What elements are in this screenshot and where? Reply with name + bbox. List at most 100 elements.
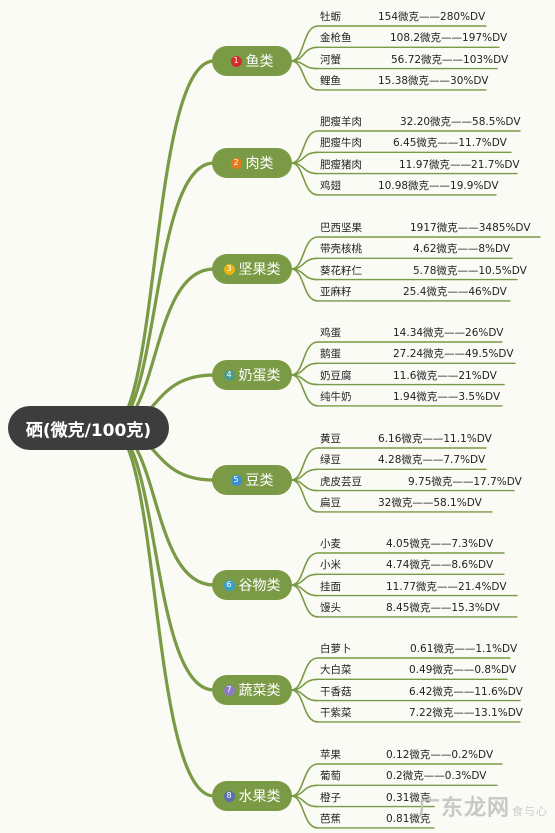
leaf-food-name: 亚麻籽 <box>320 285 352 298</box>
leaf-item[interactable]: 亚麻籽 25.4微克——46%DV <box>314 283 510 301</box>
leaf-food-name: 橙子 <box>320 791 341 804</box>
leaf-food-name: 肥瘦牛肉 <box>320 137 362 150</box>
leaf-item[interactable]: 橙子 0.31微克 <box>314 789 434 807</box>
leaf-selenium-value: 32.20微克——58.5%DV <box>400 116 521 128</box>
leaf-food-name: 巴西坚果 <box>320 222 362 234</box>
root-node[interactable]: 硒(微克/100克) <box>8 406 169 450</box>
category-label: 奶蛋类 <box>238 368 281 384</box>
leaf-food-name: 苹果 <box>320 749 341 761</box>
category-number-badge: 6 <box>223 579 235 591</box>
leaf-food-name: 金枪鱼 <box>320 32 352 45</box>
leaf-item[interactable]: 鸡翅 10.98微克——19.9%DV <box>314 177 499 195</box>
leaf-selenium-value: 11.6微克——21%DV <box>393 369 497 382</box>
leaf-selenium-value: 0.31微克 <box>386 791 431 804</box>
root-label: 硒(微克/100克) <box>25 420 152 441</box>
branch-cat-to-leaf <box>290 60 319 91</box>
leaf-item[interactable]: 肥瘦羊肉 32.20微克——58.5%DV <box>314 113 521 131</box>
leaf-selenium-value: 4.74微克——8.6%DV <box>386 559 494 572</box>
leaf-selenium-value: 6.16微克——11.1%DV <box>378 433 492 445</box>
leaf-selenium-value: 4.62微克——8%DV <box>413 243 511 256</box>
leaf-item[interactable]: 河蟹 56.72微克——103%DV <box>314 51 508 69</box>
leaf-item[interactable]: 白萝卜 0.61微克——1.1%DV <box>314 640 517 658</box>
leaf-item[interactable]: 鸡蛋 14.34微克——26%DV <box>314 324 504 342</box>
watermark-brand: 广东龙网 <box>418 795 511 821</box>
leaf-item[interactable]: 葵花籽仁 5.78微克——10.5%DV <box>314 262 527 280</box>
leaf-food-name: 葡萄 <box>320 770 341 783</box>
category-number-badge: 5 <box>230 474 242 486</box>
leaf-food-name: 肥瘦羊肉 <box>320 116 362 128</box>
leaf-selenium-value: 0.81微克 <box>386 812 431 825</box>
leaf-item[interactable]: 小麦 4.05微克——7.3%DV <box>314 535 504 553</box>
leaf-selenium-value: 0.61微克——1.1%DV <box>410 643 518 655</box>
leaf-item[interactable]: 肥瘦猪肉 11.97微克——21.7%DV <box>314 156 520 174</box>
leaf-item[interactable]: 纯牛奶 1.94微克——3.5%DV <box>314 388 502 406</box>
category-number-badge: 3 <box>223 263 235 275</box>
branch-cat-to-leaf <box>290 268 319 302</box>
leaf-selenium-value: 5.78微克——10.5%DV <box>413 264 527 277</box>
leaf-item[interactable]: 金枪鱼 108.2微克——197%DV <box>314 29 507 47</box>
leaf-food-name: 河蟹 <box>320 53 341 66</box>
leaf-food-name: 鸡翅 <box>320 179 341 192</box>
leaf-selenium-value: 25.4微克——46%DV <box>403 285 507 298</box>
leaf-selenium-value: 15.38微克——30%DV <box>378 74 489 87</box>
leaf-food-name: 牡蛎 <box>320 11 341 23</box>
category-label: 蔬菜类 <box>238 683 281 699</box>
branch-cat-to-leaf <box>290 584 319 618</box>
leaf-food-name: 肥瘦猪肉 <box>320 158 362 171</box>
leaf-food-name: 奶豆腐 <box>320 369 352 382</box>
leaf-food-name: 鸡蛋 <box>320 327 341 339</box>
leaf-food-name: 干紫菜 <box>320 706 352 719</box>
category-label: 坚果类 <box>238 262 281 278</box>
leaf-selenium-value: 11.77微克——21.4%DV <box>386 580 507 593</box>
leaf-selenium-value: 1917微克——3485%DV <box>410 222 531 234</box>
leaf-food-name: 鹅蛋 <box>320 348 341 361</box>
category-number-badge: 4 <box>223 369 235 381</box>
leaf-selenium-value: 1.94微克——3.5%DV <box>393 390 501 403</box>
branch-root-to-7 <box>108 426 216 798</box>
leaf-selenium-value: 10.98微克——19.9%DV <box>378 179 499 192</box>
category-label: 鱼类 <box>245 54 274 70</box>
leaf-selenium-value: 108.2微克——197%DV <box>390 32 508 45</box>
leaf-selenium-value: 14.34微克——26%DV <box>393 327 504 339</box>
leaf-food-name: 馒头 <box>320 601 341 614</box>
leaf-selenium-value: 56.72微克——103%DV <box>391 53 509 66</box>
leaf-selenium-value: 11.97微克——21.7%DV <box>399 158 520 171</box>
category-number-badge: 7 <box>223 684 235 696</box>
leaf-food-name: 纯牛奶 <box>320 390 352 403</box>
leaf-item[interactable]: 奶豆腐 11.6微克——21%DV <box>314 367 504 385</box>
leaf-food-name: 小麦 <box>320 538 341 550</box>
leaf-food-name: 白萝卜 <box>320 643 352 655</box>
leaf-item[interactable]: 巴西坚果 1917微克——3485%DV <box>314 219 540 237</box>
branch-root-to-5 <box>108 426 216 587</box>
leaf-item[interactable]: 芭蕉 0.81微克 <box>314 810 434 828</box>
leaf-food-name: 芭蕉 <box>320 812 341 825</box>
leaf-food-name: 葵花籽仁 <box>320 264 362 277</box>
leaf-selenium-value: 4.05微克——7.3%DV <box>386 538 494 550</box>
